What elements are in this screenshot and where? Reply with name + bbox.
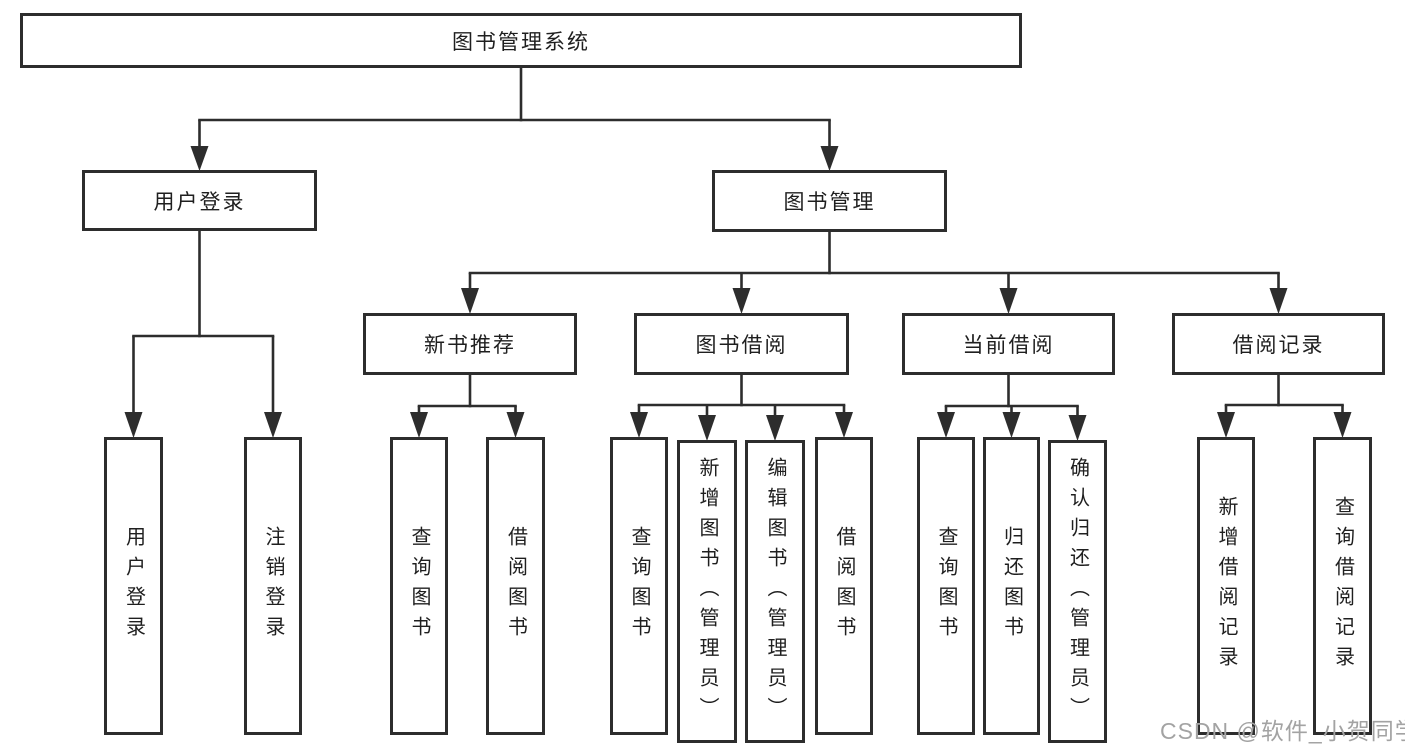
leaf-confirm-return-admin: 确认归还（管理员）	[1048, 440, 1107, 743]
node-borrow-records: 借阅记录	[1172, 313, 1385, 375]
leaf-borrow-add-book-admin: 新增图书（管理员）	[677, 440, 737, 743]
node-current-borrow: 当前借阅	[902, 313, 1115, 375]
edge-current-borrow-to-leaves	[937, 375, 1087, 441]
edge-book-mgmt-to-level3	[461, 232, 1288, 314]
node-new-book-recommend: 新书推荐	[363, 313, 577, 375]
csdn-watermark: CSDN @软件_小贺同学	[1160, 718, 1405, 744]
leaf-borrow-book: 借阅图书	[815, 437, 873, 735]
leaf-user-login-label: 用户登录	[122, 526, 145, 646]
leaf-borrow-edit-book-admin-label: 编辑图书（管理员）	[764, 456, 786, 727]
edge-book-borrow-to-leaves	[630, 375, 853, 441]
leaf-user-login: 用户登录	[104, 437, 163, 735]
edge-user-login-to-leaves	[124, 230, 282, 438]
leaf-borrow-edit-book-admin: 编辑图书（管理员）	[745, 440, 805, 743]
leaf-query-borrow-record: 查询借阅记录	[1313, 437, 1372, 735]
node-current-borrow-label: 当前借阅	[962, 334, 1055, 357]
node-book-borrow: 图书借阅	[634, 313, 849, 375]
leaf-return-book: 归还图书	[983, 437, 1040, 735]
node-user-login-group-label: 用户登录	[153, 190, 246, 214]
leaf-borrow-query: 查询图书	[610, 437, 668, 735]
leaf-add-borrow-record: 新增借阅记录	[1197, 437, 1255, 735]
leaf-current-query: 查询图书	[917, 437, 975, 735]
leaf-add-borrow-record-label: 新增借阅记录	[1215, 496, 1237, 676]
node-borrow-records-label: 借阅记录	[1232, 334, 1325, 357]
leaf-borrow-add-book-admin-label: 新增图书（管理员）	[696, 456, 718, 727]
leaf-newbook-query-label: 查询图书	[408, 526, 430, 646]
leaf-borrow-book-label: 借阅图书	[833, 526, 855, 646]
leaf-confirm-return-admin-label: 确认归还（管理员）	[1066, 456, 1089, 727]
leaf-borrow-query-label: 查询图书	[628, 526, 650, 646]
node-book-management-label: 图书管理	[783, 191, 876, 214]
leaf-newbook-borrow-label: 借阅图书	[504, 526, 527, 646]
node-new-book-recommend-label: 新书推荐	[424, 334, 516, 357]
leaf-query-borrow-record-label: 查询借阅记录	[1331, 496, 1354, 676]
leaf-logout: 注销登录	[244, 437, 302, 735]
leaf-current-query-label: 查询图书	[935, 526, 957, 646]
node-user-login-group: 用户登录	[82, 170, 317, 231]
edge-new-book-to-leaves	[410, 375, 525, 438]
edge-root-to-level2	[190, 68, 839, 171]
leaf-newbook-query: 查询图书	[390, 437, 448, 735]
leaf-newbook-borrow: 借阅图书	[486, 437, 545, 735]
edge-borrow-records-to-leaves	[1217, 375, 1352, 438]
root-node: 图书管理系统	[20, 13, 1022, 68]
node-book-management: 图书管理	[712, 170, 947, 232]
root-node-label: 图书管理系统	[452, 30, 590, 54]
node-book-borrow-label: 图书借阅	[695, 334, 788, 357]
leaf-logout-label: 注销登录	[262, 526, 284, 646]
leaf-return-book-label: 归还图书	[1000, 526, 1023, 646]
